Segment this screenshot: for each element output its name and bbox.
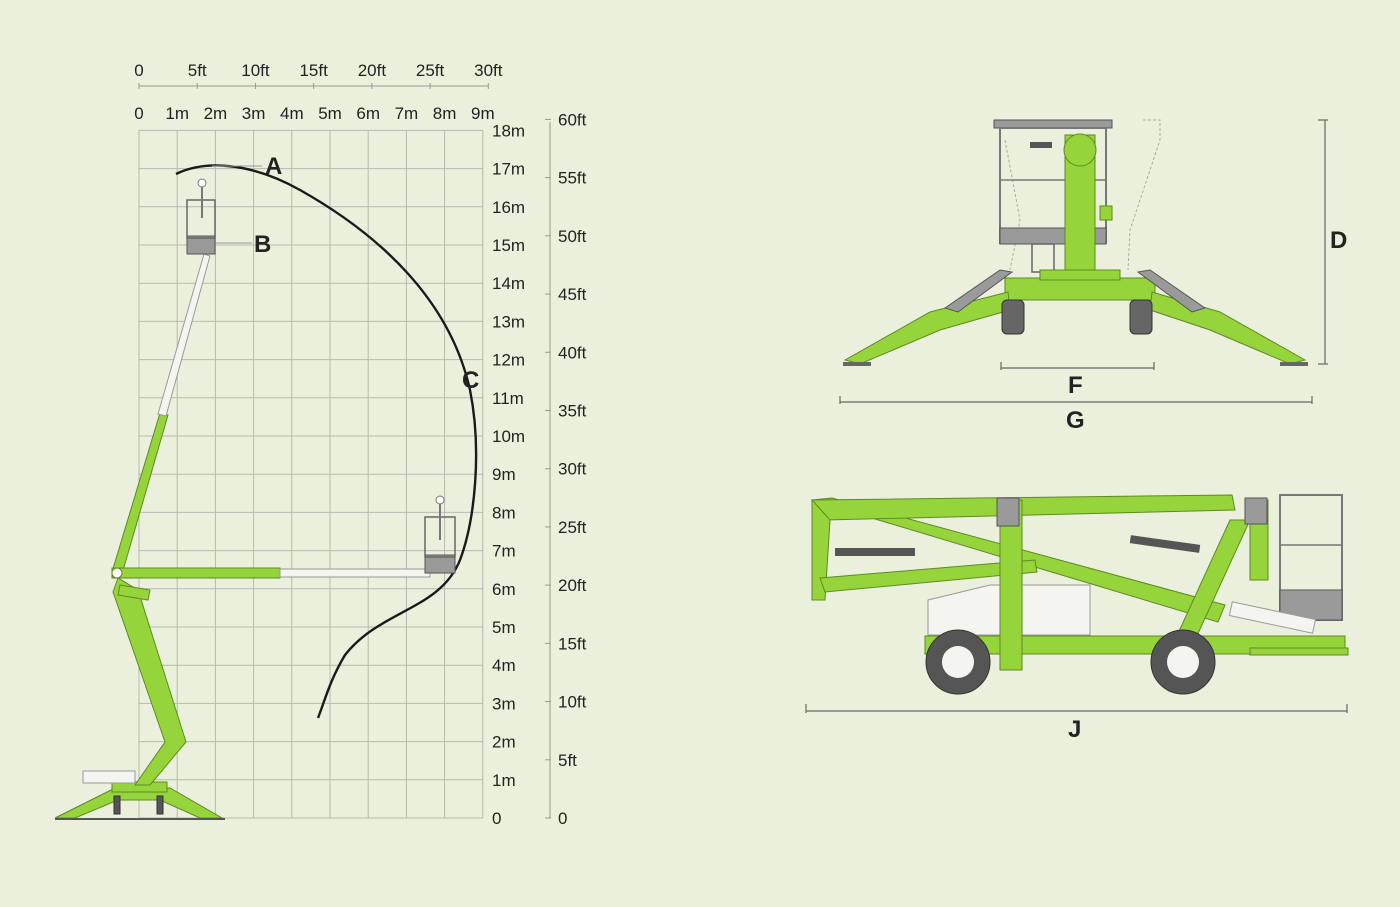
m-vertical-tick: 18m (492, 121, 525, 140)
dimension-g-label: G (1066, 407, 1085, 434)
m-vertical-tick: 9m (492, 465, 516, 484)
ft-horizontal-tick: 25ft (416, 61, 445, 80)
working-envelope-curve (175, 164, 478, 719)
m-vertical-tick: 16m (492, 198, 525, 217)
ft-horizontal-tick: 20ft (358, 61, 387, 80)
ft-vertical-tick: 5ft (558, 751, 577, 770)
m-horizontal-tick: 2m (204, 104, 228, 123)
m-vertical-tick: 17m (492, 160, 525, 179)
m-horizontal-tick: 3m (242, 104, 266, 123)
m-horizontal-tick: 9m (471, 104, 495, 123)
ft-vertical-tick: 0 (558, 809, 567, 828)
ft-horizontal-tick: 10ft (241, 61, 270, 80)
ft-vertical-tick: 15ft (558, 634, 587, 653)
m-vertical-tick: 15m (492, 236, 525, 255)
reach-grid (138, 129, 484, 819)
label-c: C (462, 367, 479, 394)
m-horizontal-scale: 0 1m 2m 3m 4m 5m 6m 7m 8m 9m (134, 104, 494, 123)
ft-vertical-tick: 40ft (558, 343, 587, 362)
reach-diagram: 0 5ft 10ft 15ft 20ft 25ft 30ft 0 1m 2m 3m 4m 5m 6m 7m… (54, 61, 587, 828)
lower-boom (112, 577, 187, 786)
m-vertical-tick: 10m (492, 427, 525, 446)
m-vertical-tick: 5m (492, 618, 516, 637)
m-vertical-tick: 7m (492, 542, 516, 561)
front-view: D F G (839, 119, 1347, 434)
ft-vertical-tick: 25ft (558, 518, 587, 537)
label-a: A (265, 153, 282, 180)
m-vertical-tick: 2m (492, 733, 516, 752)
m-vertical-tick: 6m (492, 580, 516, 599)
m-vertical-tick: 0 (492, 809, 501, 828)
ft-horizontal-tick: 5ft (188, 61, 207, 80)
m-vertical-tick: 12m (492, 351, 525, 370)
m-vertical-tick: 8m (492, 503, 516, 522)
reach-base (54, 770, 225, 820)
ft-vertical-tick: 60ft (558, 110, 587, 129)
dimension-j-label: J (1068, 716, 1081, 743)
ft-vertical-scale: 0 5ft 10ft 15ft 20ft 25ft 30ft 35ft 40ft 45ft 50ft… (545, 110, 587, 828)
m-vertical-tick: 4m (492, 656, 516, 675)
ft-vertical-tick: 35ft (558, 401, 587, 420)
ft-horizontal-tick: 30ft (474, 61, 503, 80)
ft-horizontal-scale: 0 5ft 10ft 15ft 20ft 25ft 30ft (134, 61, 503, 89)
label-b: B (254, 231, 271, 258)
ft-vertical-tick: 30ft (558, 460, 587, 479)
ft-horizontal-tick: 15ft (299, 61, 328, 80)
ft-vertical-tick: 20ft (558, 576, 587, 595)
upper-boom-raised (111, 178, 216, 575)
m-vertical-tick: 13m (492, 312, 525, 331)
m-vertical-tick: 11m (492, 389, 524, 408)
m-horizontal-tick: 8m (433, 104, 457, 123)
upper-boom-horizontal (111, 495, 456, 579)
ft-horizontal-tick: 0 (134, 61, 143, 80)
dimension-d-label: D (1330, 227, 1347, 254)
m-vertical-scale: 0 1m 2m 3m 4m 5m 6m 7m 8m 9m 10m 11m 12m 13m 14m 15m 16m… (492, 121, 525, 828)
m-horizontal-tick: 6m (356, 104, 380, 123)
ft-vertical-tick: 55ft (558, 169, 587, 188)
m-vertical-tick: 14m (492, 274, 525, 293)
side-view: J (805, 494, 1349, 743)
m-vertical-tick: 3m (492, 694, 516, 713)
m-horizontal-tick: 4m (280, 104, 304, 123)
dimension-f-label: F (1068, 372, 1083, 399)
ft-vertical-tick: 45ft (558, 285, 587, 304)
m-horizontal-tick: 0 (134, 104, 143, 123)
ft-vertical-tick: 50ft (558, 227, 587, 246)
m-horizontal-tick: 1m (165, 104, 189, 123)
m-horizontal-tick: 7m (395, 104, 419, 123)
m-horizontal-tick: 5m (318, 104, 342, 123)
m-vertical-tick: 1m (492, 771, 516, 790)
ft-vertical-tick: 10ft (558, 693, 587, 712)
